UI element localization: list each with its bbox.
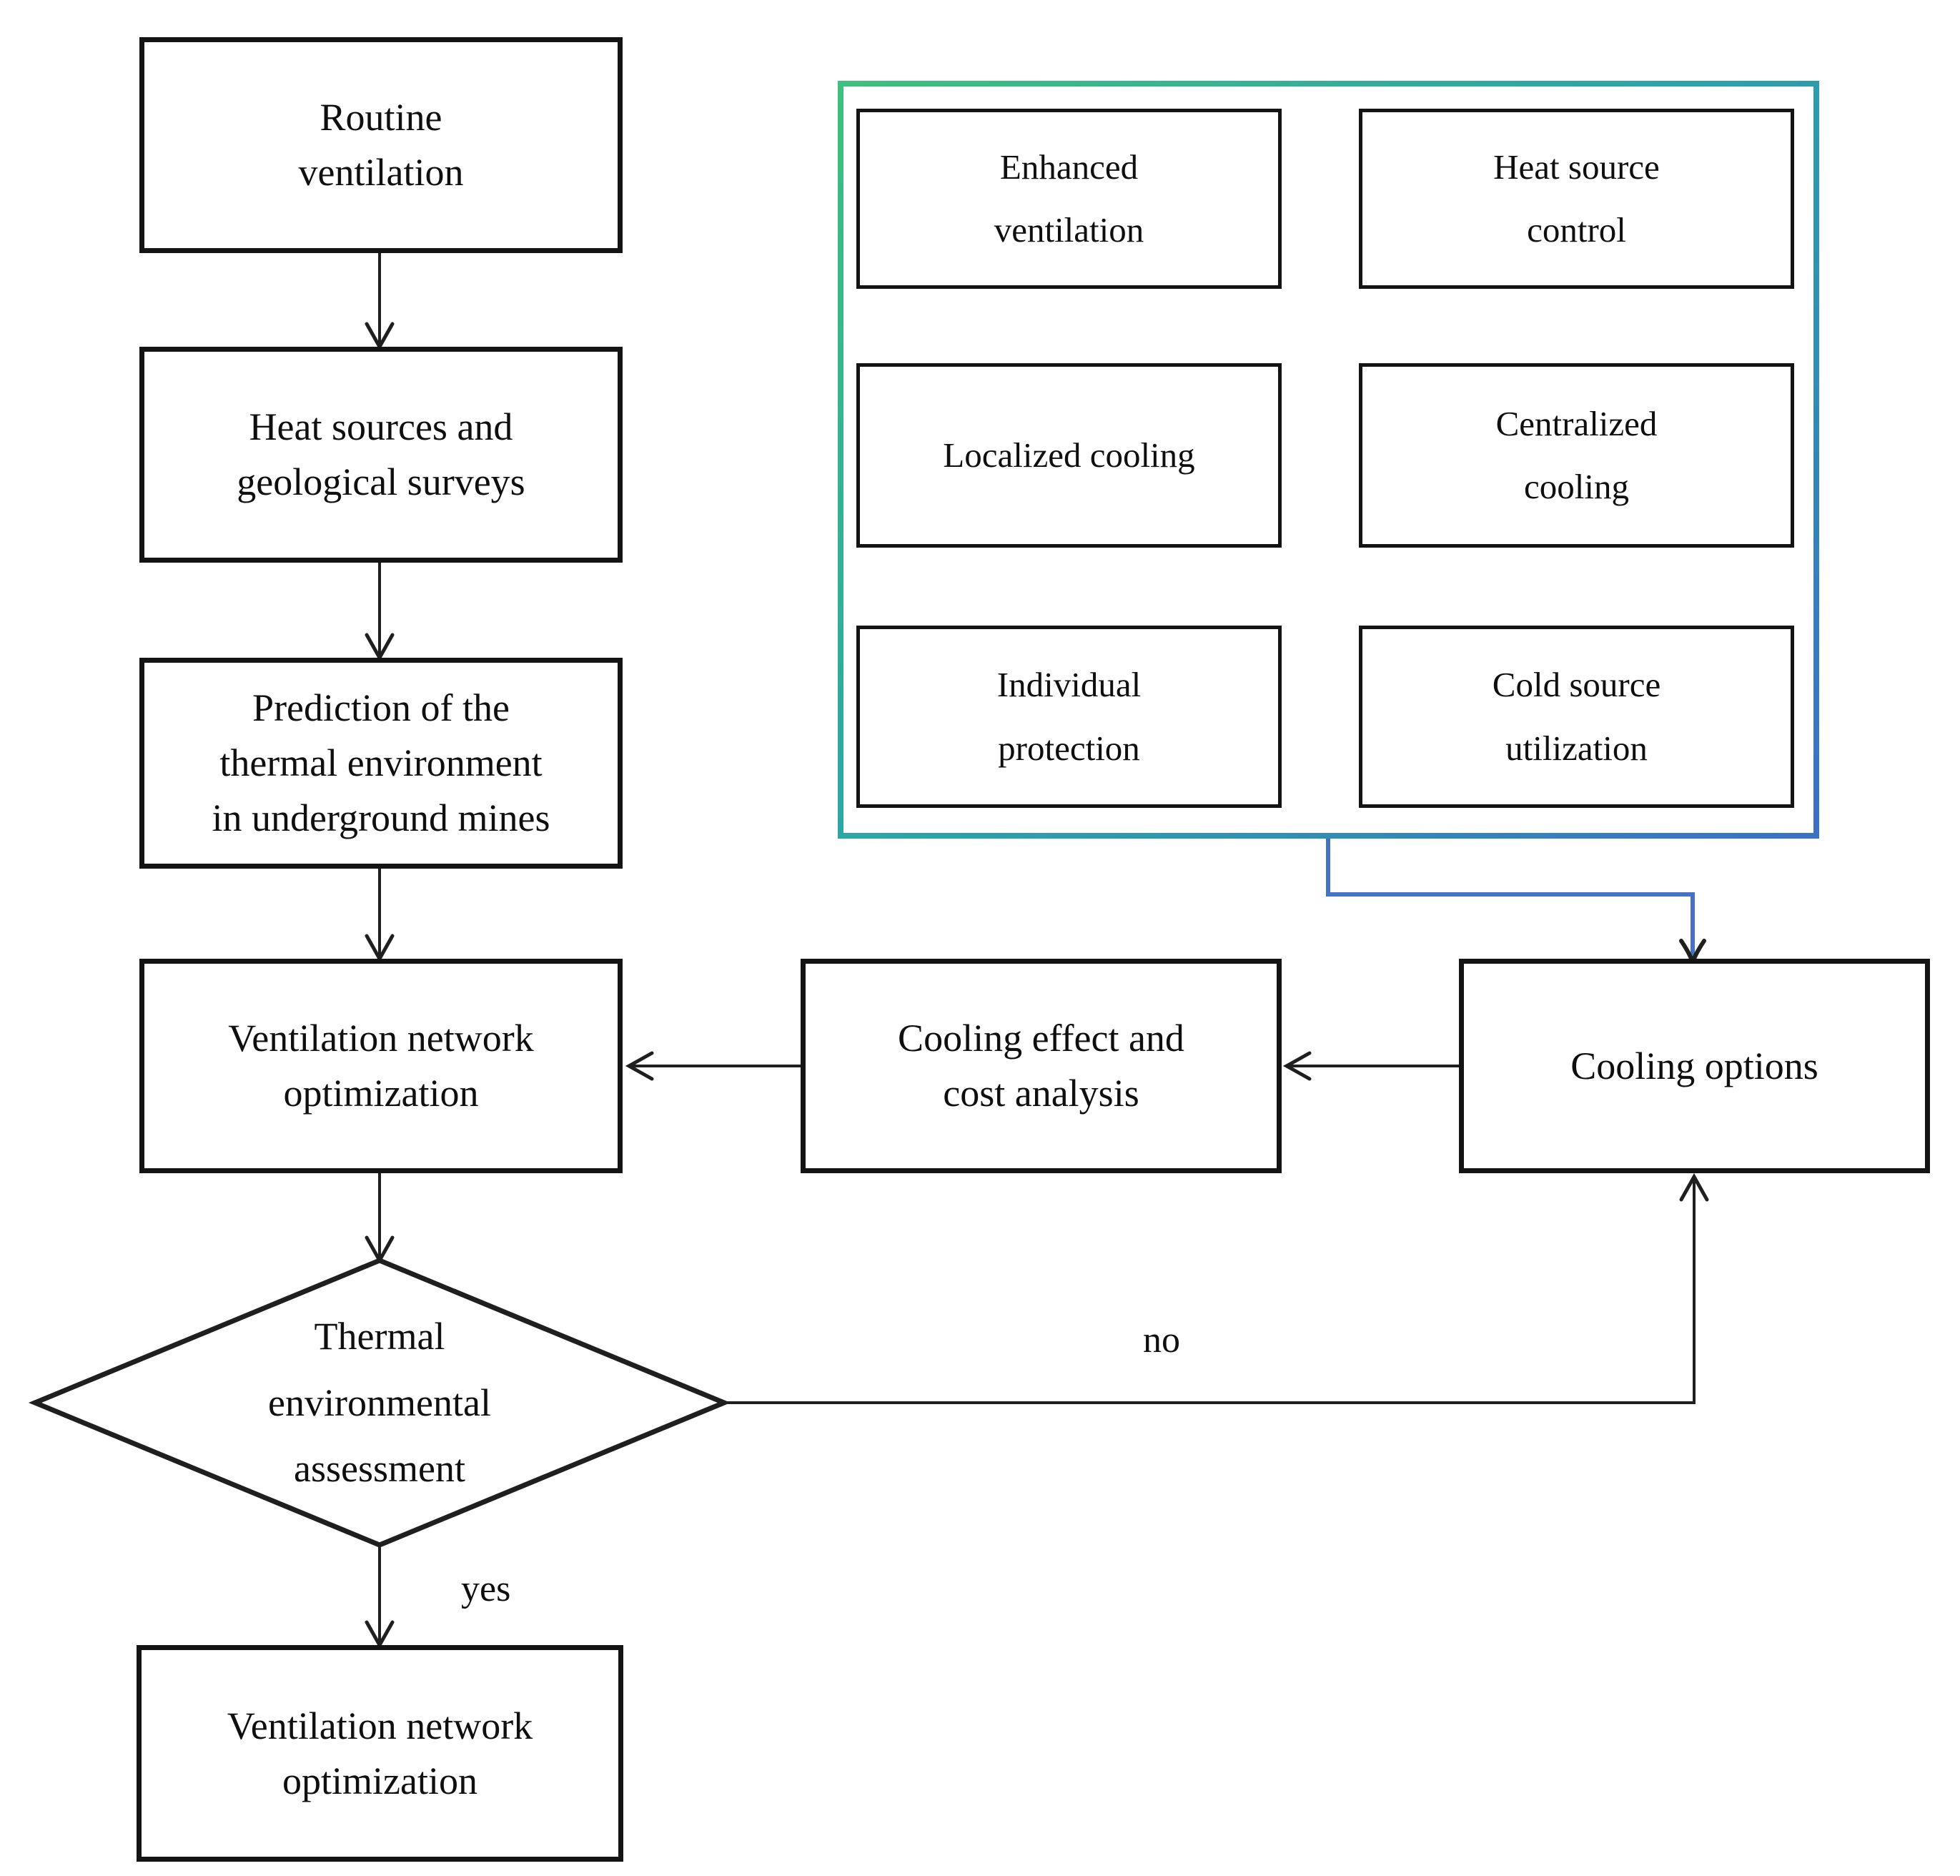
node-ventilation-network-optimization-1: Ventilation network optimization bbox=[139, 959, 623, 1173]
node-cooling-options: Cooling options bbox=[1459, 959, 1930, 1173]
node-cooling-effect-cost-analysis: Cooling effect and cost analysis bbox=[801, 959, 1282, 1173]
node-prediction-thermal-environment: Prediction of the thermal environment in… bbox=[139, 658, 623, 869]
arrow-panel-to-cooling-options bbox=[1326, 839, 1693, 962]
node-label: Cooling effect and cost analysis bbox=[898, 1017, 1184, 1115]
node-label: Prediction of the thermal environment in… bbox=[212, 686, 550, 839]
node-label: Routine ventilation bbox=[298, 96, 464, 194]
node-label: Ventilation network optimization bbox=[228, 1017, 534, 1115]
node-ventilation-network-optimization-2: Ventilation network optimization bbox=[137, 1645, 623, 1862]
decision-diamond bbox=[28, 1258, 731, 1548]
node-routine-ventilation: Routine ventilation bbox=[139, 37, 623, 253]
node-localized-cooling: Localized cooling bbox=[856, 363, 1282, 548]
node-label: Localized cooling bbox=[943, 435, 1195, 475]
node-label: Heat sources and geological surveys bbox=[237, 405, 525, 503]
node-cold-source-utilization: Cold source utilization bbox=[1359, 626, 1794, 808]
node-heat-source-control: Heat source control bbox=[1359, 109, 1794, 289]
node-label: Enhanced ventilation bbox=[994, 147, 1144, 250]
node-label: Ventilation network optimization bbox=[227, 1704, 533, 1802]
cooling-options-panel: Enhanced ventilation Heat source control… bbox=[838, 81, 1819, 839]
node-label: Heat source control bbox=[1493, 147, 1660, 250]
node-label: Individual protection bbox=[996, 665, 1142, 768]
arrow-assessment-no-to-cooling-options bbox=[724, 1172, 1709, 1404]
node-label: Cold source utilization bbox=[1492, 665, 1661, 768]
node-label: Thermal environmental assessment bbox=[268, 1314, 491, 1491]
node-centralized-cooling: Centralized cooling bbox=[1359, 363, 1794, 548]
node-label: Cooling options bbox=[1570, 1044, 1818, 1087]
node-individual-protection: Individual protection bbox=[856, 626, 1282, 808]
node-enhanced-ventilation: Enhanced ventilation bbox=[856, 109, 1282, 289]
node-heat-sources-geological-surveys: Heat sources and geological surveys bbox=[139, 347, 623, 563]
edge-label-yes: yes bbox=[461, 1569, 511, 1609]
node-thermal-environmental-assessment: Thermal environmental assessment bbox=[165, 1303, 594, 1503]
edge-label-no: no bbox=[1143, 1320, 1180, 1361]
node-label: Centralized cooling bbox=[1495, 403, 1658, 506]
